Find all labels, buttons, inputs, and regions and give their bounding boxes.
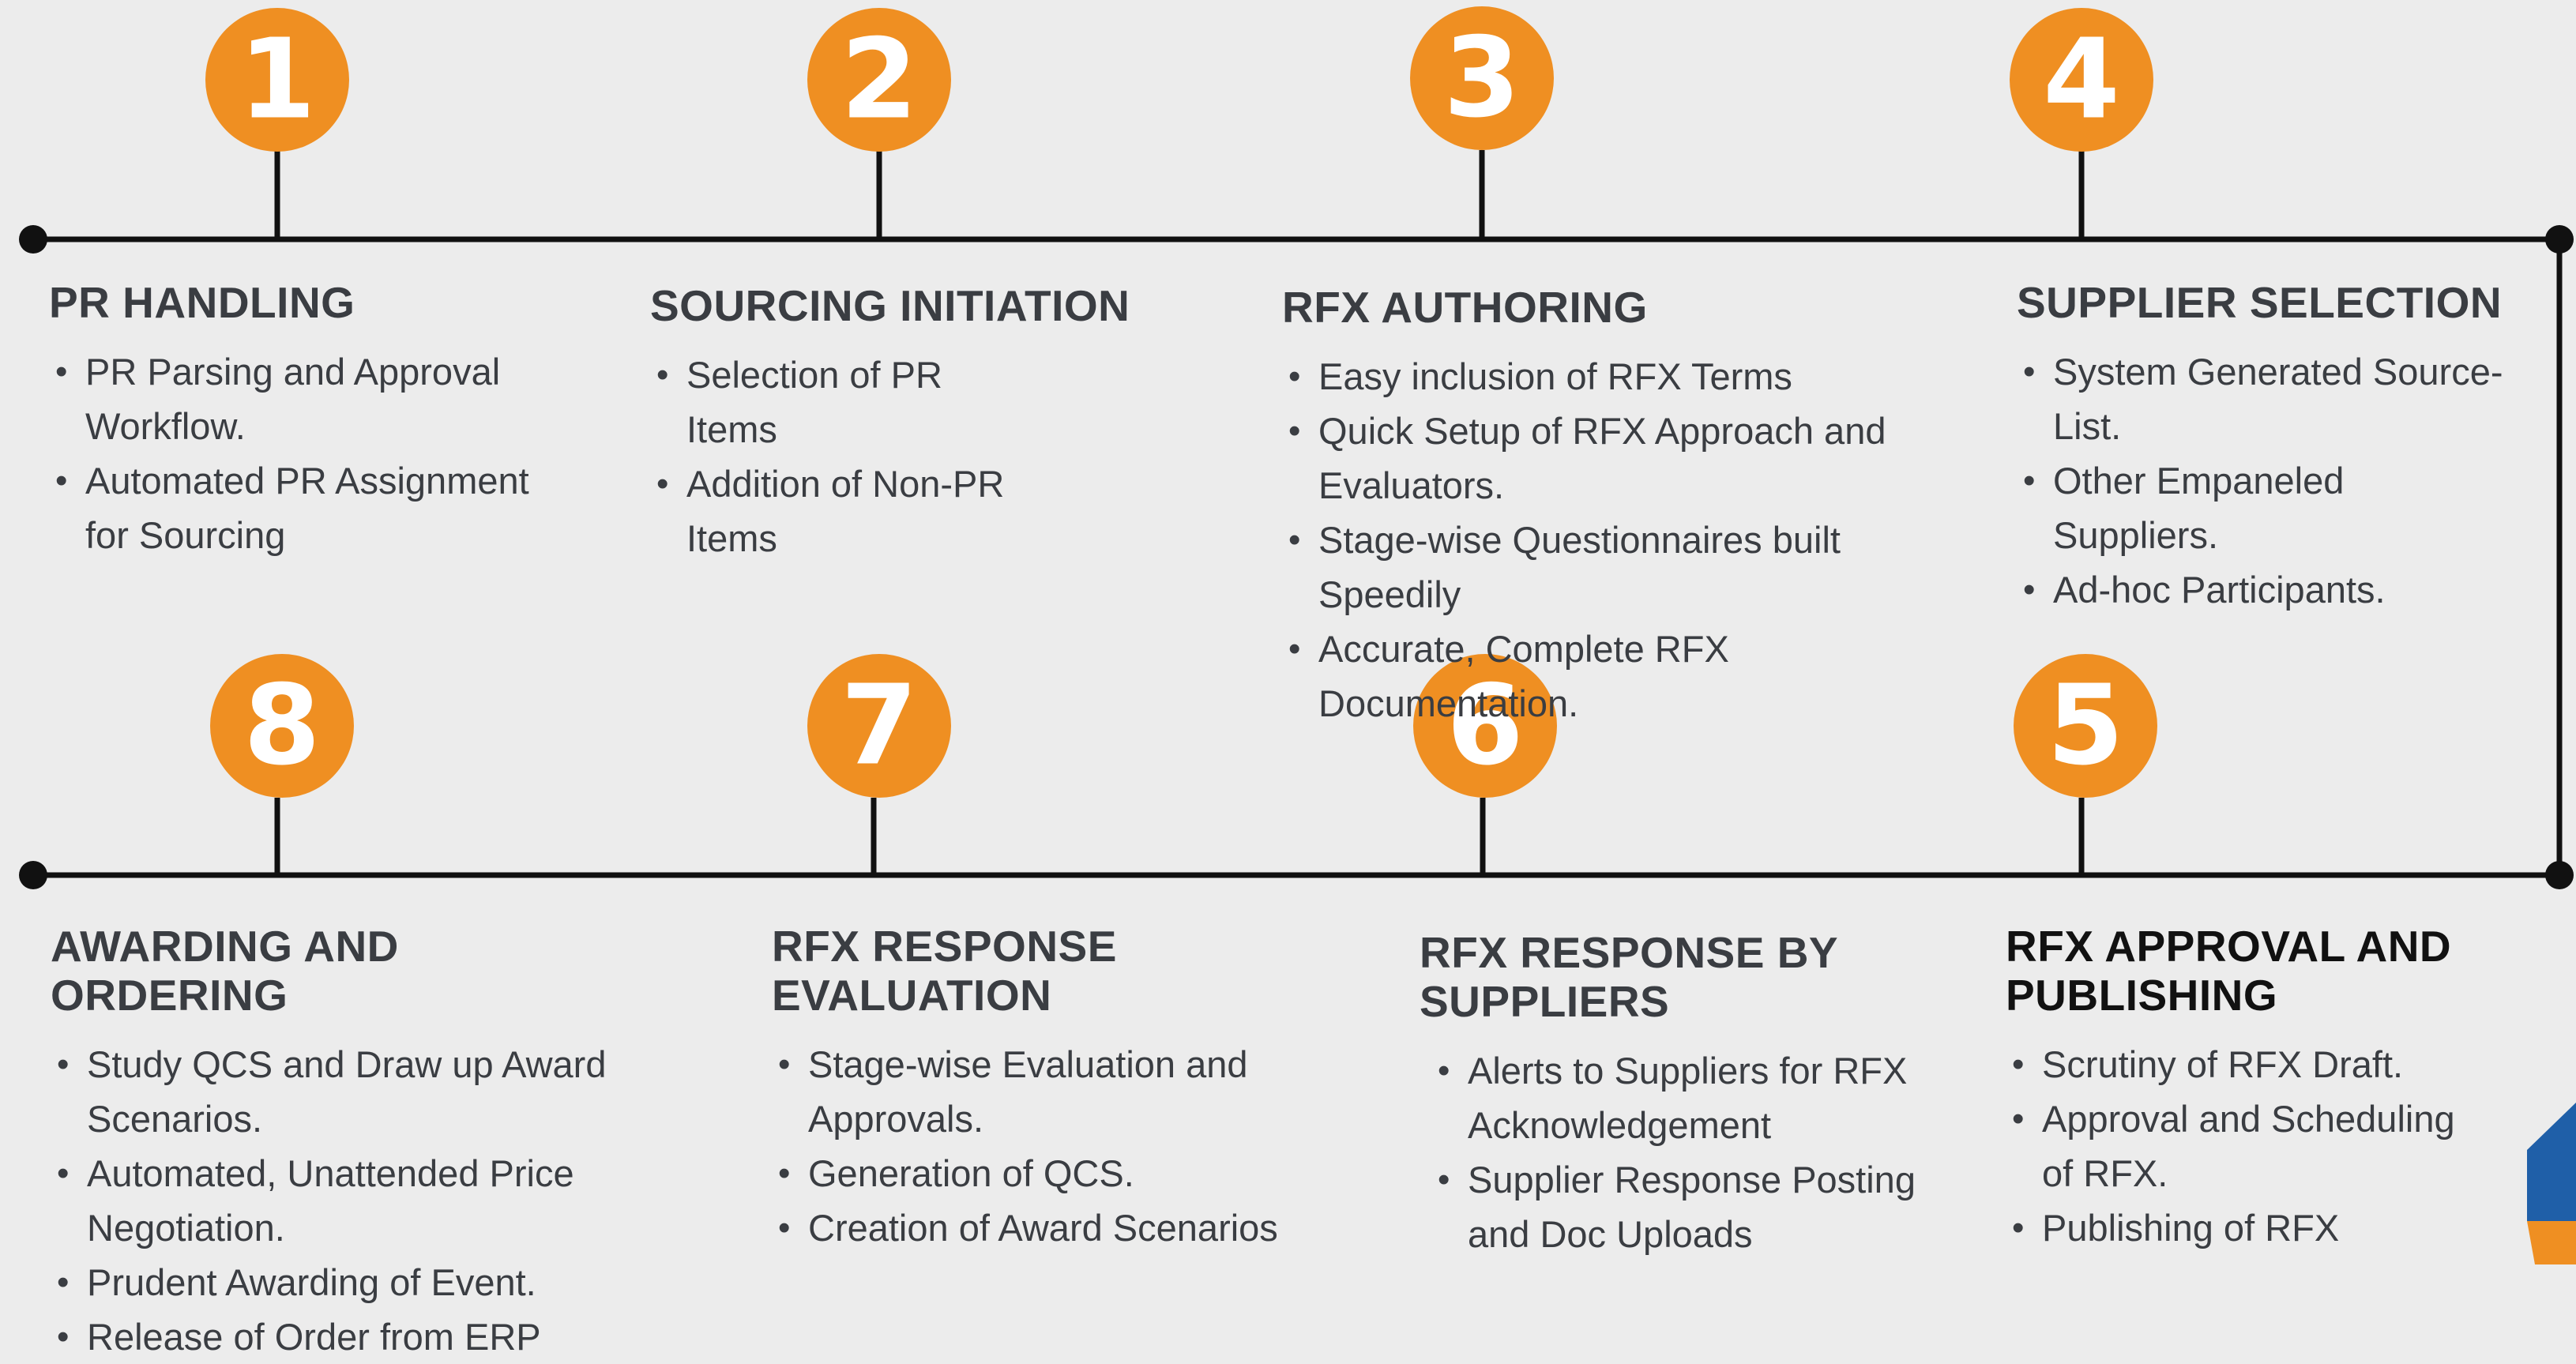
- step-number: 7: [840, 662, 917, 791]
- list-item: Stage-wise Questionnaires built Speedily: [1282, 513, 1922, 622]
- list-item: Addition of Non-PR Items: [650, 457, 1021, 566]
- list-item: Generation of QCS.: [772, 1146, 1285, 1201]
- list-item: Selection of PR Items: [650, 348, 1021, 457]
- list-item: System Generated Source-List.: [2017, 344, 2514, 453]
- timeline-endpoint: [2545, 861, 2574, 889]
- step-number: 4: [2043, 16, 2119, 145]
- step-items: System Generated Source-List. Other Empa…: [2017, 344, 2514, 617]
- step-title: AWARDING AND ORDERING: [51, 922, 399, 1020]
- step-items: Study QCS and Draw up Award Scenarios. A…: [51, 1037, 762, 1364]
- step-badge-7: 7: [807, 654, 951, 798]
- step-number: 1: [239, 16, 315, 145]
- step-7: RFX RESPONSE EVALUATION Stage-wise Evalu…: [772, 922, 1325, 1255]
- step-title: RFX RESPONSE EVALUATION: [772, 922, 1117, 1020]
- step-number: 8: [243, 662, 320, 791]
- step-4: SUPPLIER SELECTION System Generated Sour…: [2017, 278, 2562, 617]
- step-badge-3: 3: [1410, 6, 1554, 150]
- step-title: SOURCING INITIATION: [650, 281, 1130, 330]
- list-item: Automated PR Assignment for Sourcing: [49, 453, 555, 562]
- list-item: Prudent Awarding of Event.: [51, 1255, 762, 1310]
- step-number: 2: [840, 16, 917, 145]
- step-1: PR HANDLING PR Parsing and Approval Work…: [49, 278, 555, 562]
- list-item: Easy inclusion of RFX Terms: [1282, 349, 1922, 404]
- list-item: Release of Order from ERP: [51, 1310, 762, 1364]
- step-6: RFX RESPONSE BY SUPPLIERS Alerts to Supp…: [1420, 928, 1972, 1261]
- step-items: Stage-wise Evaluation and Approvals. Gen…: [772, 1037, 1285, 1255]
- step-badge-5: 5: [2014, 654, 2157, 798]
- step-number: 5: [2047, 662, 2123, 791]
- timeline-endpoint: [19, 861, 47, 889]
- step-title: RFX RESPONSE BY SUPPLIERS: [1420, 928, 1838, 1026]
- list-item: Quick Setup of RFX Approach and Evaluato…: [1282, 404, 1922, 513]
- timeline-endpoint: [19, 225, 47, 254]
- list-item: Scrutiny of RFX Draft.: [2006, 1037, 2472, 1092]
- process-timeline: 1 2 3 4 8 7 6 5: [19, 6, 2574, 889]
- list-item: Supplier Response Posting and Doc Upload…: [1431, 1152, 1921, 1261]
- step-title: PR HANDLING: [49, 278, 355, 327]
- step-number: 3: [1443, 14, 1520, 143]
- list-item: Approval and Scheduling of RFX.: [2006, 1092, 2472, 1201]
- list-item: Accurate, Complete RFX Documentation.: [1282, 622, 1922, 731]
- timeline-endpoint: [2545, 225, 2574, 254]
- list-item: Creation of Award Scenarios: [772, 1201, 1285, 1255]
- step-title: RFX AUTHORING: [1282, 283, 1648, 332]
- step-title: RFX APPROVAL AND PUBLISHING: [2006, 922, 2452, 1020]
- step-items: Alerts to Suppliers for RFX Acknowledgem…: [1431, 1043, 1921, 1261]
- step-title: SUPPLIER SELECTION: [2017, 278, 2503, 327]
- step-3: RFX AUTHORING Easy inclusion of RFX Term…: [1282, 283, 1977, 731]
- step-5: RFX APPROVAL AND PUBLISHING Scrutiny of …: [2006, 922, 2511, 1255]
- step-items: Scrutiny of RFX Draft. Approval and Sche…: [2006, 1037, 2472, 1255]
- list-item: Stage-wise Evaluation and Approvals.: [772, 1037, 1285, 1146]
- step-badge-1: 1: [205, 8, 349, 152]
- list-item: Study QCS and Draw up Award Scenarios.: [51, 1037, 762, 1146]
- list-item: Other Empaneled Suppliers.: [2017, 453, 2514, 562]
- list-item: Automated, Unattended Price Negotiation.: [51, 1146, 762, 1255]
- list-item: Ad-hoc Participants.: [2017, 562, 2514, 617]
- step-8: AWARDING AND ORDERING Study QCS and Draw…: [51, 922, 762, 1364]
- step-items: PR Parsing and Approval Workflow. Automa…: [49, 344, 555, 562]
- logo-mark: [2527, 1103, 2576, 1264]
- step-badge-2: 2: [807, 8, 951, 152]
- step-items: Selection of PR Items Addition of Non-PR…: [650, 348, 1021, 566]
- step-items: Easy inclusion of RFX Terms Quick Setup …: [1282, 349, 1922, 731]
- step-2: SOURCING INITIATION Selection of PR Item…: [650, 281, 1148, 566]
- list-item: Alerts to Suppliers for RFX Acknowledgem…: [1431, 1043, 1921, 1152]
- list-item: Publishing of RFX: [2006, 1201, 2472, 1255]
- list-item: PR Parsing and Approval Workflow.: [49, 344, 555, 453]
- step-badge-4: 4: [2010, 8, 2153, 152]
- step-badge-8: 8: [210, 654, 354, 798]
